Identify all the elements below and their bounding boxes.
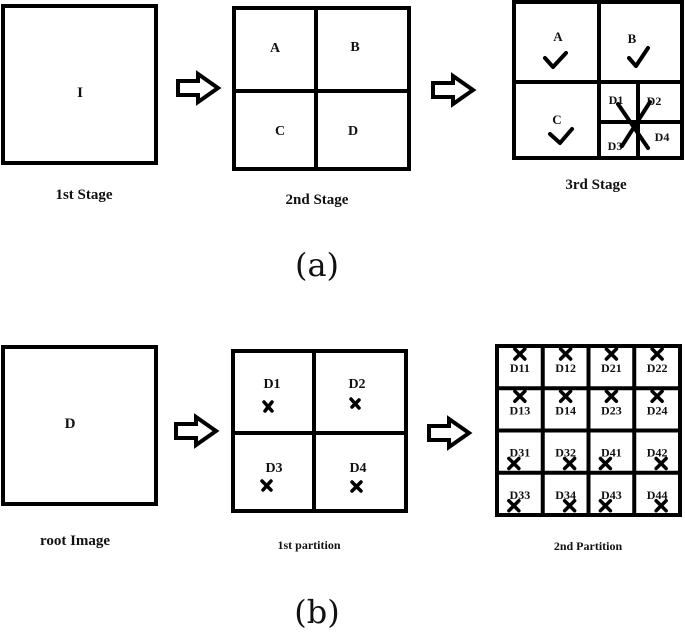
check-icon: [548, 127, 574, 145]
panel-b-caption: (b): [294, 593, 339, 631]
cross-icon: [350, 480, 363, 493]
panel-b: D root Image D1 D2 D3 D4 1st partition D…: [1, 344, 682, 631]
cross-icon: [562, 456, 577, 471]
root-image-box: [1, 345, 158, 506]
cross-icon: [604, 389, 619, 403]
cross-icon: [558, 389, 573, 403]
stage3-region-c: C: [552, 112, 561, 127]
partition2-region-label: D21: [601, 361, 622, 375]
cross-icon: [562, 498, 577, 513]
arrow-right-icon: [431, 74, 475, 106]
partition2-region-label: D24: [647, 403, 668, 417]
cross-icon: [513, 347, 527, 361]
stage3-subregion-d4: D4: [655, 130, 670, 144]
partition2-region-label: D44: [647, 488, 668, 502]
stage1-caption: 1st Stage: [55, 187, 112, 203]
stage3-caption: 3rd Stage: [565, 177, 627, 193]
stage2-caption: 2nd Stage: [286, 192, 349, 208]
partition2-region-label: D32: [555, 446, 576, 460]
stage2-grid: [232, 6, 411, 171]
cross-icon: [654, 498, 668, 513]
partition2-region-label: D34: [555, 488, 576, 502]
cross-icon: [616, 100, 652, 150]
stage3-subregion-d1: D1: [609, 93, 624, 107]
partition1-region-d4: D4: [349, 461, 366, 476]
stage3-grid: [512, 0, 684, 160]
partition2-caption: 2nd Partition: [554, 539, 623, 553]
cross-icon: [598, 498, 613, 513]
partition1-caption: 1st partition: [278, 538, 341, 552]
cross-icon: [650, 389, 664, 403]
arrow-right-icon: [174, 415, 218, 447]
partition2-region-label: D31: [510, 446, 531, 460]
stage1-box: [1, 4, 158, 165]
cross-icon: [650, 347, 664, 361]
partition2-region-label: D22: [647, 361, 668, 375]
stage3-subregion-d3: D3: [608, 139, 623, 153]
stage2-region-b: B: [350, 40, 359, 55]
cross-icon: [604, 347, 619, 361]
partition2-region-label: D13: [510, 403, 531, 417]
check-icon: [627, 46, 650, 68]
stage3-region-a: A: [553, 29, 563, 44]
panel-a-caption: (a): [295, 246, 339, 284]
cross-icon: [260, 479, 273, 492]
panel-a: I 1st Stage A B C D 2nd Stage A B C: [1, 0, 684, 284]
partition1-region-d1: D1: [263, 377, 280, 392]
root-region-label: D: [65, 416, 76, 432]
stage1-region-label: I: [77, 85, 83, 101]
stage3-region-b: B: [628, 31, 637, 46]
partition2-region-label: D42: [647, 446, 668, 460]
arrow-right-icon: [176, 72, 220, 104]
arrow-right-icon: [427, 417, 471, 449]
cross-icon: [507, 456, 521, 471]
cross-icon: [513, 389, 527, 403]
cross-icon: [262, 400, 274, 413]
partition1-grid: [231, 349, 408, 513]
partition2-region-label: D33: [510, 488, 531, 502]
check-icon: [543, 51, 568, 69]
cross-icon: [507, 498, 521, 513]
stage2-region-d: D: [348, 124, 358, 139]
partition2-region-label: D11: [510, 361, 530, 375]
partition1-region-d2: D2: [348, 377, 365, 392]
partition2-region-label: D14: [555, 403, 576, 417]
cross-icon: [349, 397, 361, 410]
partition2-region-label: D43: [601, 488, 622, 502]
stage2-region-c: C: [275, 124, 285, 139]
partition2-region-label: D12: [555, 361, 576, 375]
partition2-region-label: D41: [601, 446, 622, 460]
cross-icon: [654, 456, 668, 471]
partition1-region-d3: D3: [265, 461, 282, 476]
cross-icon: [598, 456, 613, 471]
partition2-region-label: D23: [601, 403, 622, 417]
root-caption: root Image: [40, 533, 110, 549]
cross-icon: [558, 347, 573, 361]
stage2-region-a: A: [270, 41, 281, 56]
